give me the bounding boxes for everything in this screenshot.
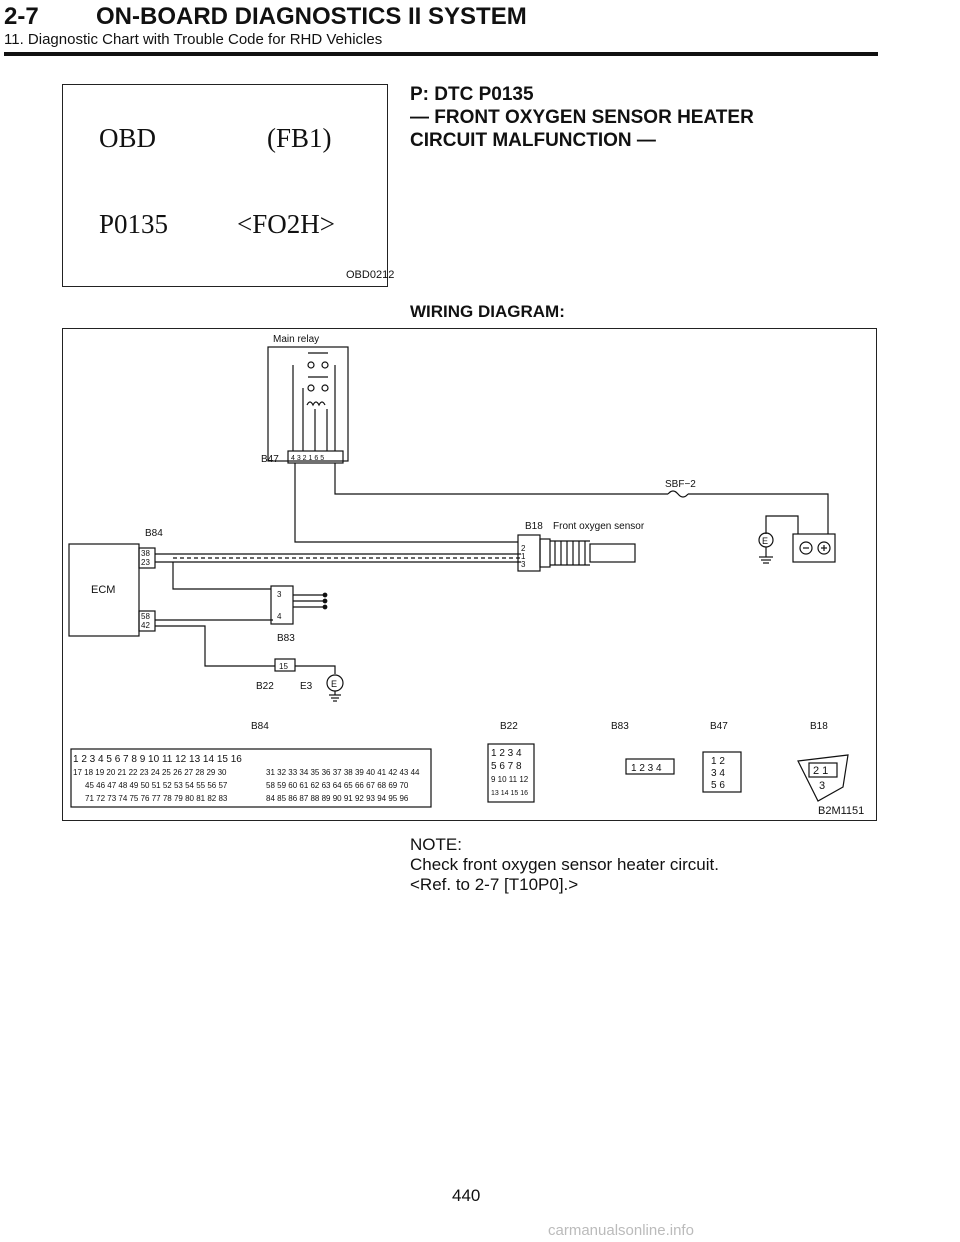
obd-mode: (FB1) [267, 123, 332, 153]
face-b18-label: B18 [810, 721, 828, 732]
dtc-heading: P: DTC P0135 [410, 84, 534, 105]
face-b47-label: B47 [710, 721, 728, 732]
b18-face-row1: 2 1 [813, 765, 828, 777]
b83-face-pins: 1 2 3 4 [631, 763, 662, 774]
sensor-pin-2: 2 [521, 544, 526, 553]
diagram-figure-code: B2M1151 [818, 805, 865, 817]
b22-row3: 9 10 11 12 [491, 775, 529, 784]
b83-connector-face [625, 758, 675, 775]
wiring-diagram: Main relay 4 3 2 1 6 5 B47 SBF−2 B18 Fro… [62, 328, 877, 821]
sensor-pin-3: 3 [521, 560, 526, 569]
section-title: ON-BOARD DIAGNOSTICS II SYSTEM [96, 3, 527, 30]
b18-connector-face [797, 754, 849, 802]
dtc-title-line2: CIRCUIT MALFUNCTION — [410, 130, 656, 151]
b22-connector-face [487, 743, 535, 803]
b84-row3a: 45 46 47 48 49 50 51 52 53 54 55 56 57 [85, 781, 228, 790]
face-b22-label: B22 [500, 721, 518, 732]
watermark: carmanualsonline.info [548, 1222, 694, 1239]
wiring-diagram-label: WIRING DIAGRAM: [410, 302, 565, 321]
conn-b83-label: B83 [277, 633, 295, 644]
obd-dtc-code: P0135 [99, 209, 169, 239]
conn-b22-label: B22 [256, 681, 274, 692]
conn-b47-label: B47 [261, 454, 279, 465]
dtc-title-line1: — FRONT OXYGEN SENSOR HEATER [410, 107, 754, 128]
ground-e3-label: E [331, 679, 337, 689]
b18-face-row2: 3 [819, 780, 825, 792]
conn-b84-label: B84 [145, 528, 163, 539]
b83-pin-3: 3 [277, 590, 282, 599]
b84-row2b: 31 32 33 34 35 36 37 38 39 40 41 42 43 4… [266, 768, 420, 777]
battery-positive-icon [817, 541, 831, 555]
main-relay-label: Main relay [273, 334, 319, 345]
b22-row2: 5 6 7 8 [491, 761, 522, 772]
ecm-pin-42: 42 [141, 621, 150, 630]
b84-connector-face [70, 748, 432, 808]
face-b84-label: B84 [251, 721, 269, 732]
sensor-pin-1: 1 [521, 552, 526, 561]
main-relay-box [267, 346, 349, 462]
battery [792, 533, 836, 563]
ground-label: E [762, 536, 768, 546]
conn-b18-label: B18 [525, 521, 543, 532]
b22-row1: 1 2 3 4 [491, 748, 522, 759]
b84-row1: 1 2 3 4 5 6 7 8 9 10 11 12 13 14 15 16 [73, 754, 242, 765]
ecm-label: ECM [91, 584, 115, 596]
b84-row2a: 17 18 19 20 21 22 23 24 25 26 27 28 29 3… [73, 768, 227, 777]
b84-row4a: 71 72 73 74 75 76 77 78 79 80 81 82 83 [85, 794, 228, 803]
b83-connector [270, 585, 294, 625]
obd-display-figure: OBD (FB1) P0135 <FO2H> [62, 84, 388, 287]
sensor-label: Front oxygen sensor [553, 521, 645, 532]
b22-pin-15: 15 [279, 662, 288, 671]
battery-negative-icon [799, 541, 813, 555]
b22-connector [274, 658, 296, 672]
note-title: NOTE: [410, 835, 462, 854]
b47-row3: 5 6 [711, 780, 725, 791]
note-line2: <Ref. to 2-7 [T10P0].> [410, 875, 579, 894]
conn-e3-label: E3 [300, 681, 313, 692]
b83-pin-4: 4 [277, 612, 282, 621]
oxygen-sensor-probe [589, 543, 636, 563]
b84-row4b: 84 85 86 87 88 89 90 91 92 93 94 95 96 [266, 794, 409, 803]
b47-connector-face [702, 751, 742, 793]
ecm-pin-38: 38 [141, 549, 150, 558]
relay-pin-labels: 4 3 2 1 6 5 [291, 455, 324, 462]
ecm-pin-23: 23 [141, 558, 150, 567]
b84-row3b: 58 59 60 61 62 63 64 65 66 67 68 69 70 [266, 781, 409, 790]
section-number: 2-7 [4, 3, 39, 30]
page-number: 440 [452, 1186, 481, 1205]
header-rule [4, 52, 878, 56]
wiring-diagram-svg: Main relay 4 3 2 1 6 5 B47 SBF−2 B18 Fro… [68, 334, 849, 808]
fuse-label: SBF−2 [665, 479, 696, 490]
b47-row1: 1 2 [711, 756, 725, 767]
ecm-box [68, 543, 140, 637]
obd-label: OBD [99, 123, 157, 153]
obd-dtc-name: <FO2H> [237, 209, 335, 239]
ecm-pin-58: 58 [141, 612, 150, 621]
note-line1: Check front oxygen sensor heater circuit… [410, 855, 719, 874]
b47-row2: 3 4 [711, 768, 725, 779]
b22-row4: 13 14 15 16 [491, 790, 528, 797]
subsection-title: 11. Diagnostic Chart with Trouble Code f… [4, 31, 383, 48]
face-b83-label: B83 [611, 721, 629, 732]
obd-figure-code: OBD0212 [346, 269, 395, 281]
